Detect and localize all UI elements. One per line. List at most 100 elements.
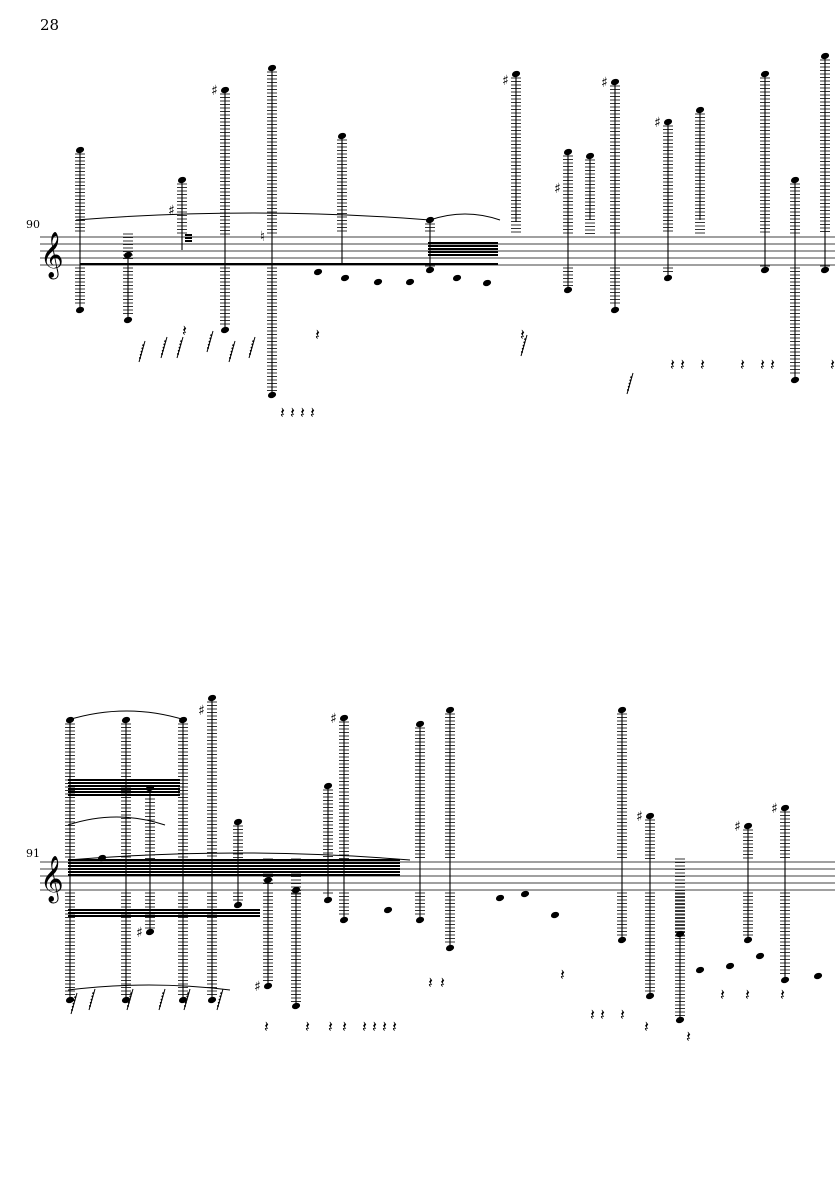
quarter-rest-icon: 𝄽 (328, 1017, 333, 1036)
quarter-rest-icon: 𝄽 (720, 985, 725, 1004)
quarter-rest-icon: 𝄽 (680, 355, 685, 374)
notehead (339, 916, 349, 924)
treble-clef-icon: 𝄞 (40, 856, 64, 904)
notehead (207, 694, 217, 702)
sharp-icon: ♯ (211, 83, 218, 99)
notehead (337, 132, 347, 140)
notehead (220, 86, 230, 94)
notehead (563, 148, 573, 156)
quarter-rest-icon: 𝄽 (342, 1017, 347, 1036)
notehead (75, 146, 85, 154)
notehead (585, 152, 595, 160)
notehead (617, 706, 627, 714)
tremolo-stroke (216, 988, 224, 1011)
notehead (550, 911, 560, 919)
notehead (121, 996, 131, 1004)
sharp-icon: ♯ (502, 73, 509, 89)
notehead (65, 716, 75, 724)
notehead (339, 714, 349, 722)
notehead (178, 996, 188, 1004)
notehead (97, 854, 107, 862)
notehead (425, 266, 435, 274)
notehead (495, 894, 505, 902)
quarter-rest-icon: 𝄽 (590, 1005, 595, 1024)
staff-system-2: 𝄞 ♯♯♯♯♯♯♯𝄽𝄽𝄽𝄽𝄽𝄽𝄽𝄽𝄽𝄽𝄽𝄽𝄽𝄽𝄽𝄽𝄽𝄽𝄽 (40, 694, 835, 1046)
sharp-icon: ♯ (254, 979, 261, 995)
quarter-rest-icon: 𝄽 (428, 973, 433, 992)
quarter-rest-icon: 𝄽 (280, 403, 285, 422)
notehead (610, 306, 620, 314)
notehead (178, 716, 188, 724)
notehead (743, 822, 753, 830)
measure-number-91: 91 (26, 847, 40, 860)
notehead (75, 306, 85, 314)
quarter-rest-icon: 𝄽 (300, 403, 305, 422)
notehead (383, 906, 393, 914)
tremolo-stroke (183, 988, 191, 1011)
notehead (675, 1016, 685, 1024)
notehead (617, 936, 627, 944)
notehead (563, 286, 573, 294)
tremolo-stroke (158, 988, 166, 1011)
quarter-rest-icon: 𝄽 (440, 973, 445, 992)
quarter-rest-icon: 𝄽 (700, 355, 705, 374)
sharp-icon: ♯ (636, 809, 643, 825)
quarter-rest-icon: 𝄽 (686, 1027, 691, 1046)
sharp-icon: ♯ (771, 801, 778, 817)
notehead (695, 966, 705, 974)
tremolo-stroke (520, 334, 528, 357)
slur (75, 212, 431, 221)
notehead (645, 812, 655, 820)
quarter-rest-icon: 𝄽 (670, 355, 675, 374)
notehead (145, 928, 155, 936)
notehead (313, 268, 323, 276)
quarter-rest-icon: 𝄽 (560, 965, 565, 984)
notehead (121, 716, 131, 724)
quarter-rest-icon: 𝄽 (620, 1005, 625, 1024)
notehead (291, 886, 301, 894)
sharp-icon: ♯ (601, 75, 608, 91)
sharp-icon: ♯ (330, 711, 337, 727)
notehead (145, 784, 155, 792)
quarter-rest-icon: 𝄽 (305, 1017, 310, 1036)
notehead (415, 916, 425, 924)
tremolo-stroke (126, 988, 134, 1011)
notehead (445, 706, 455, 714)
slur (429, 213, 501, 221)
notehead (760, 266, 770, 274)
notehead (123, 316, 133, 324)
slur (67, 984, 231, 991)
sharp-icon: ♯ (734, 819, 741, 835)
quarter-rest-icon: 𝄽 (290, 403, 295, 422)
sharp-icon: ♯ (136, 925, 143, 941)
quarter-rest-icon: 𝄽 (310, 403, 315, 422)
natural-icon: ♮ (260, 229, 265, 245)
notehead (291, 1002, 301, 1010)
tremolo-stroke (70, 992, 78, 1015)
quarter-rest-icon: 𝄽 (315, 325, 320, 344)
notehead (207, 996, 217, 1004)
treble-clef-icon: 𝄞 (40, 232, 64, 280)
notehead (65, 996, 75, 1004)
notehead (780, 804, 790, 812)
notehead (663, 118, 673, 126)
quarter-rest-icon: 𝄽 (770, 355, 775, 374)
notehead (415, 720, 425, 728)
sharp-icon: ♯ (654, 115, 661, 131)
quarter-rest-icon: 𝄽 (830, 355, 835, 374)
quarter-rest-icon: 𝄽 (382, 1017, 387, 1036)
notehead (743, 936, 753, 944)
notehead (323, 782, 333, 790)
quarter-rest-icon: 𝄽 (392, 1017, 397, 1036)
slur (67, 816, 166, 826)
notehead (790, 176, 800, 184)
notehead (233, 818, 243, 826)
tremolo-stroke (228, 340, 236, 363)
system-2-notation: ♯♯♯♯♯♯♯𝄽𝄽𝄽𝄽𝄽𝄽𝄽𝄽𝄽𝄽𝄽𝄽𝄽𝄽𝄽𝄽𝄽𝄽𝄽 (65, 694, 823, 1046)
notehead (220, 326, 230, 334)
tremolo-stroke (88, 988, 96, 1011)
quarter-rest-icon: 𝄽 (740, 355, 745, 374)
quarter-rest-icon: 𝄽 (644, 1017, 649, 1036)
slur (67, 852, 411, 861)
